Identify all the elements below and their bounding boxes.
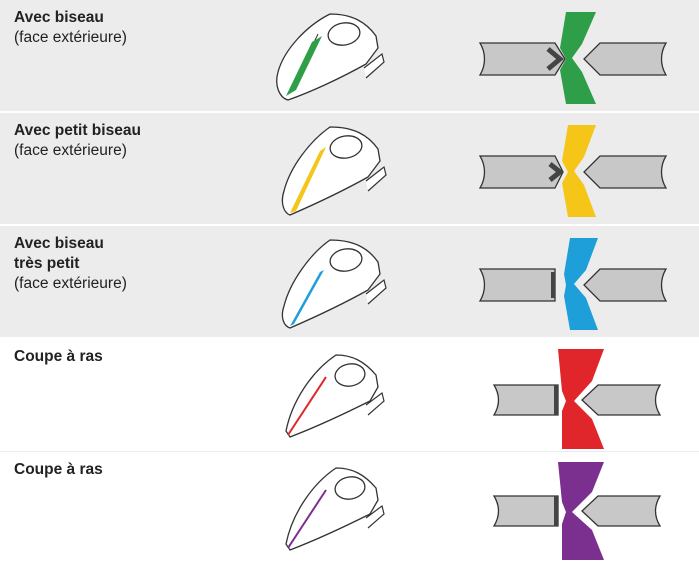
cut-title: Coupe à ras	[14, 348, 103, 365]
cut-row-very-small-bevel: Avec biseau très petit (face extérieure)	[0, 226, 699, 337]
blade	[550, 238, 598, 330]
cut-subtitle: (face extérieure)	[14, 29, 127, 46]
cut-row-bevel: Avec biseau (face extérieure)	[0, 0, 699, 111]
cut-title: Avec petit biseau	[14, 122, 141, 139]
cut-subtitle: (face extérieure)	[14, 142, 127, 159]
plier-tip-illustration	[285, 354, 385, 438]
cutting-edge	[287, 376, 327, 436]
cut-row-flush-2: Coupe à ras	[0, 452, 699, 567]
blade	[558, 349, 604, 449]
cut-title-line-1: Avec biseau	[14, 235, 104, 252]
cut-row-small-bevel: Avec petit biseau (face extérieure)	[0, 113, 699, 224]
plier-tip-illustration	[281, 239, 387, 329]
blade	[558, 462, 604, 560]
blade	[542, 12, 596, 104]
cut-profile-illustration	[492, 462, 662, 560]
cut-label: Avec biseau très petit (face extérieure)	[14, 234, 127, 294]
cut-profile-illustration	[492, 349, 662, 449]
cutting-edge	[287, 489, 327, 549]
cut-title: Avec biseau	[14, 9, 104, 26]
cut-label: Avec petit biseau (face extérieure)	[14, 121, 141, 161]
cut-label: Coupe à ras	[14, 460, 103, 480]
cut-label: Avec biseau (face extérieure)	[14, 8, 127, 48]
cutting-edge	[290, 270, 324, 326]
cut-profile-illustration	[478, 238, 668, 330]
cut-subtitle: (face extérieure)	[14, 275, 127, 292]
cutting-edge	[286, 36, 322, 96]
plier-tip-illustration	[276, 13, 385, 101]
cut-title: Coupe à ras	[14, 461, 103, 478]
plier-tip-illustration	[285, 467, 385, 551]
cutting-edge	[290, 147, 326, 213]
cut-label: Coupe à ras	[14, 347, 103, 367]
cut-row-flush-1: Coupe à ras	[0, 339, 699, 451]
cut-profile-illustration	[478, 12, 668, 104]
blade	[546, 125, 596, 217]
cut-profile-illustration	[478, 125, 668, 217]
plier-tip-illustration	[281, 126, 387, 216]
cut-title-line-2: très petit	[14, 255, 80, 272]
